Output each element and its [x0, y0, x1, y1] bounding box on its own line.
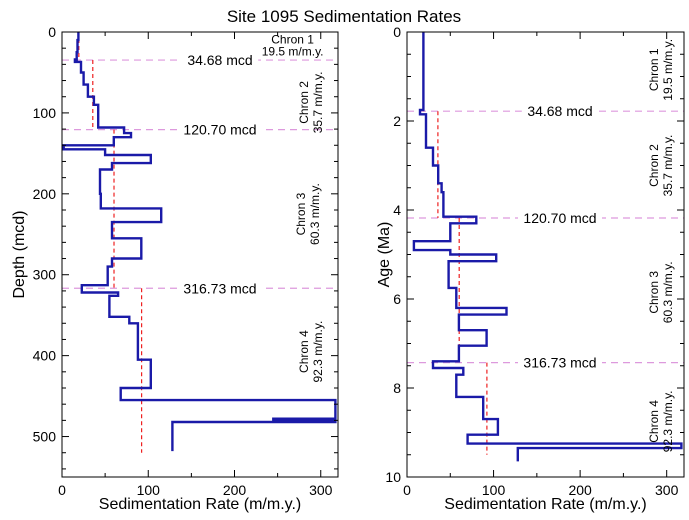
chron-rate: 60.3 m/m.y. [308, 183, 322, 245]
boundary-label: 34.68 mcd [187, 52, 252, 68]
boundary-label-bg [518, 353, 602, 372]
chron-name: Chron 3 [294, 192, 308, 235]
boundary-label-bg [181, 51, 259, 70]
sedimentation-rate-line [412, 32, 683, 462]
chron-rate: 60.3 m/m.y. [661, 261, 675, 323]
y-axis-label: Age (Ma) [376, 222, 393, 288]
chron-rate: 92.3 m/m.y. [311, 321, 325, 383]
chron-name: Chron 1 [647, 48, 661, 91]
chron-rate: 19.5 m/m.y. [661, 39, 675, 101]
plot-frame [406, 31, 685, 478]
boundary-label: 316.73 mcd [183, 280, 256, 296]
plot-frame [61, 31, 339, 478]
x-tick-label: 200 [568, 482, 592, 498]
y-tick-label: 200 [33, 186, 57, 202]
y-tick-label: 400 [33, 348, 57, 364]
y-tick-label: 300 [33, 267, 57, 283]
y-axis-label: Depth (mcd) [11, 210, 28, 298]
y-tick-label: 8 [393, 380, 401, 396]
chron-rate: 92.3 m/m.y. [661, 390, 675, 452]
y-tick-label: 0 [393, 24, 401, 40]
boundary-label-bg [178, 279, 262, 298]
depth-panel: 0 100 200 300 0 100 200 300 400 500Sedimentation … [11, 24, 339, 513]
y-tick-label: 4 [393, 202, 401, 218]
boundary-label: 120.70 mcd [183, 122, 256, 138]
x-tick-label: 100 [137, 482, 161, 498]
boundary-label: 34.68 mcd [527, 103, 592, 119]
y-tick-label: 6 [393, 291, 401, 307]
boundary-label: 316.73 mcd [523, 355, 596, 371]
y-tick-label: 100 [33, 105, 57, 121]
figure-title: Site 1095 Sedimentation Rates [227, 7, 461, 26]
x-axis-label: Sedimentation Rate (m/m.y.) [99, 496, 301, 513]
chron-rate: 35.7 m/m.y. [661, 135, 675, 197]
boundary-label: 120.70 mcd [523, 210, 596, 226]
y-tick-label: 10 [385, 469, 401, 485]
chron-name: Chron 4 [297, 330, 311, 373]
x-tick-label: 300 [655, 482, 679, 498]
chron-rate: 35.7 m/m.y. [311, 71, 325, 133]
y-tick-label: 0 [48, 24, 56, 40]
x-tick-label: 200 [223, 482, 247, 498]
chron-name: Chron 4 [647, 400, 661, 443]
boundary-label-bg [518, 209, 602, 228]
chron-name: Chron 2 [297, 81, 311, 124]
x-axis-label: Sedimentation Rate (m/m.y.) [444, 496, 646, 513]
boundary-label-bg [178, 120, 262, 139]
chron-name: Chron 1 [271, 32, 314, 46]
x-tick-label: 0 [58, 482, 66, 498]
x-tick-label: 300 [309, 482, 333, 498]
chron-name: Chron 2 [647, 144, 661, 187]
x-tick-label: 0 [403, 482, 411, 498]
y-tick-label: 500 [33, 429, 57, 445]
sedimentation-rate-line [62, 32, 337, 452]
chron-name: Chron 3 [647, 271, 661, 314]
chron-rate: 19.5 m/m.y. [262, 44, 324, 58]
y-tick-label: 2 [393, 113, 401, 129]
boundary-label-bg [521, 102, 599, 121]
x-tick-label: 100 [482, 482, 506, 498]
